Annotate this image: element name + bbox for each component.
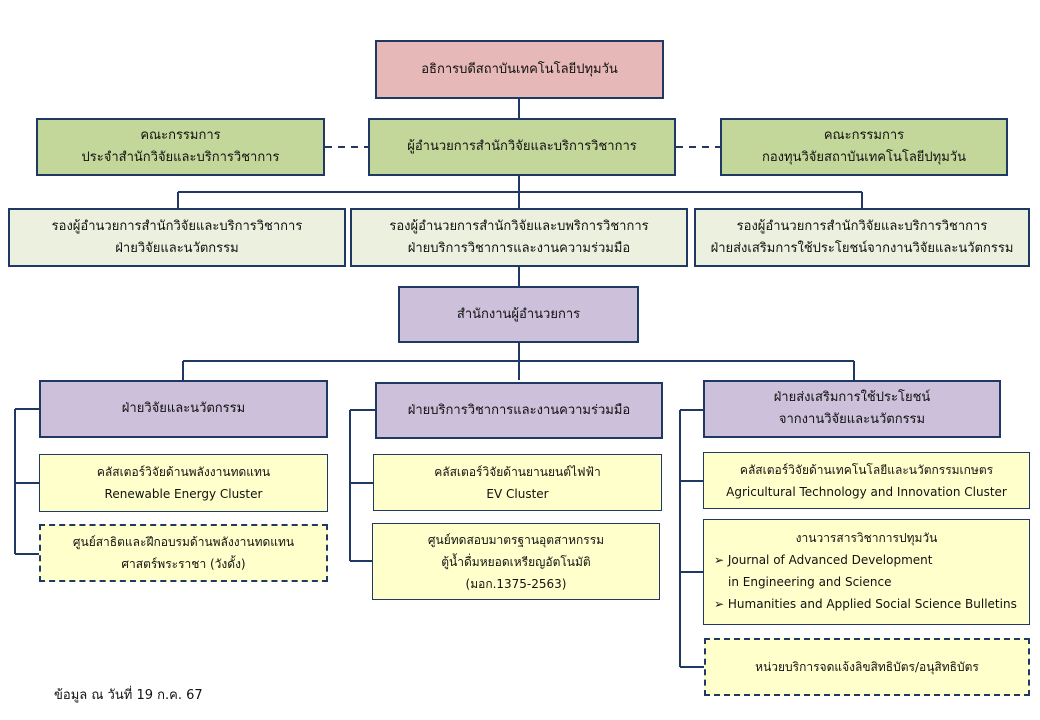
training-center-line1: ศูนย์สาธิตและฝึกอบรมด้านพลังงานทดแทน [72,535,295,549]
office-label: สำนักงานผู้อำนวยการ [456,306,581,322]
renewable-energy-cluster-box: คลัสเตอร์วิจัยด้านพลังงานทดแทน Renewable… [39,454,328,512]
division-utilization-line2: จากงานวิจัยและนวัตกรรม [778,412,926,427]
ip-registration-unit-box: หน่วยบริการจดแจ้งลิขสิทธิบัตร/อนุสิทธิบั… [704,638,1030,696]
renewable-cluster-thai: คลัสเตอร์วิจัยด้านพลังงานทดแทน [96,465,271,479]
agri-tech-cluster-box: คลัสเตอร์วิจัยด้านเทคโนโลยีและนวัตกรรมเก… [703,452,1030,509]
office-box: สำนักงานผู้อำนวยการ [398,286,639,343]
renewable-training-center-box: ศูนย์สาธิตและฝึกอบรมด้านพลังงานทดแทน ศาส… [39,524,328,582]
deputy-utilization-line2: ฝ่ายส่งเสริมการใช้ประโยชน์จากงานวิจัยและ… [710,240,1014,256]
industrial-testing-center-box: ศูนย์ทดสอบมาตรฐานอุตสาหกรรม ตู้น้ำดื่มหย… [372,523,660,600]
data-date-note: ข้อมูล ณ วันที่ 19 ก.ค. 67 [54,688,203,703]
committee-left-line2: ประจำสำนักวิจัยและบริการวิชาการ [81,150,280,165]
journal-item-2-text: Humanities and Applied Social Science Bu… [727,597,1017,611]
deputy-research-box: รองผู้อำนวยการสำนักวิจัยและบริการวิชาการ… [8,208,346,267]
agri-cluster-thai: คลัสเตอร์วิจัยด้านเทคโนโลยีและนวัตกรรมเก… [739,462,994,477]
journal-item-1: ➢ Journal of Advanced Development [704,549,1029,571]
training-center-line2: ศาสตร์พระราชา (วังดั้ง) [121,557,246,571]
journal-item-2: ➢ Humanities and Applied Social Science … [704,593,1029,615]
ip-unit-label: หน่วยบริการจดแจ้งลิขสิทธิบัตร/อนุสิทธิบั… [755,660,979,674]
committee-right-box: คณะกรรมการ กองทุนวิจัยสถาบันเทคโนโลยีปทุ… [720,118,1008,176]
deputy-utilization-box: รองผู้อำนวยการสำนักวิจัยและบริการวิชาการ… [694,208,1030,267]
journal-title: งานวารสารวิชาการปทุมวัน [795,531,938,545]
deputy-service-box: รองผู้อำนวยการสำนักวิจัยและบพริการวิชากา… [350,208,688,267]
arrow-bullet-icon: ➢ [714,597,725,611]
journal-item-1-line1: Journal of Advanced Development [727,553,933,567]
ev-cluster-english: EV Cluster [486,486,549,501]
division-research-box: ฝ่ายวิจัยและนวัตกรรม [39,380,328,438]
agri-cluster-english: Agricultural Technology and Innovation C… [726,484,1007,499]
division-research-label: ฝ่ายวิจัยและนวัตกรรม [121,401,246,416]
deputy-research-line2: ฝ่ายวิจัยและนวัตกรรม [115,240,239,256]
division-utilization-line1: ฝ่ายส่งเสริมการใช้ประโยชน์ [773,390,931,405]
president-box: อธิการบดีสถาบันเทคโนโลยีปทุมวัน [375,40,664,99]
division-service-box: ฝ่ายบริการวิชาการและงานความร่วมมือ [375,382,663,439]
division-utilization-box: ฝ่ายส่งเสริมการใช้ประโยชน์ จากงานวิจัยแล… [703,380,1001,438]
division-service-label: ฝ่ายบริการวิชาการและงานความร่วมมือ [407,402,631,418]
ev-cluster-box: คลัสเตอร์วิจัยด้านยานยนต์ไฟฟ้า EV Cluste… [373,454,662,511]
committee-right-line1: คณะกรรมการ [823,128,905,143]
deputy-service-line1: รองผู้อำนวยการสำนักวิจัยและบพริการวิชากา… [389,218,649,234]
deputy-service-line2: ฝ่ายบริการวิชาการและงานความร่วมมือ [407,240,631,256]
journal-box: งานวารสารวิชาการปทุมวัน ➢ Journal of Adv… [703,519,1030,625]
deputy-utilization-line1: รองผู้อำนวยการสำนักวิจัยและบริการวิชาการ [736,218,988,234]
director-label: ผู้อำนวยการสำนักวิจัยและบริการวิชาการ [407,139,637,154]
arrow-bullet-icon: ➢ [714,553,725,567]
renewable-cluster-english: Renewable Energy Cluster [104,487,263,501]
testing-center-line3: (มอก.1375-2563) [465,576,567,591]
committee-left-line1: คณะกรรมการ [140,128,221,143]
committee-right-line2: กองทุนวิจัยสถาบันเทคโนโลยีปทุมวัน [762,150,966,165]
ev-cluster-thai: คลัสเตอร์วิจัยด้านยานยนต์ไฟฟ้า [434,464,601,479]
president-label: อธิการบดีสถาบันเทคโนโลยีปทุมวัน [421,61,618,77]
committee-left-box: คณะกรรมการ ประจำสำนักวิจัยและบริการวิชาก… [36,118,325,176]
testing-center-line1: ศูนย์ทดสอบมาตรฐานอุตสาหกรรม [427,532,605,547]
testing-center-line2: ตู้น้ำดื่มหยอดเหรียญอัตโนมัติ [441,554,591,569]
journal-item-1-line2: in Engineering and Science [728,575,892,589]
deputy-research-line1: รองผู้อำนวยการสำนักวิจัยและบริการวิชาการ [51,218,303,234]
director-box: ผู้อำนวยการสำนักวิจัยและบริการวิชาการ [368,118,676,176]
